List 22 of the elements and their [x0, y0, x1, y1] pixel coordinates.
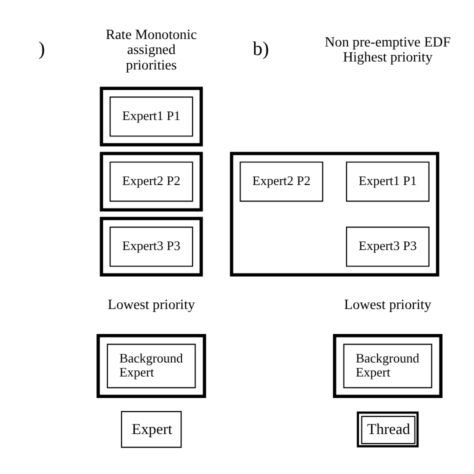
- cluster: [100, 151, 203, 211]
- cluster: [96, 334, 206, 398]
- node-box: Expert2 P2: [240, 161, 324, 202]
- label: ): [38, 38, 46, 60]
- node-box: Expert1 P1: [346, 161, 430, 202]
- label: Lowest priority: [344, 296, 432, 312]
- label: Rate Monotonic assigned priorities: [106, 26, 197, 73]
- legend-label: Thread: [367, 420, 410, 438]
- cluster: [100, 216, 203, 276]
- cluster: [230, 151, 440, 276]
- label: b): [252, 38, 269, 60]
- cluster: [100, 86, 203, 146]
- node-box: Expert3 P3: [110, 226, 194, 266]
- label: Non pre-emptive EDF Highest priority: [324, 34, 451, 66]
- label: Lowest priority: [108, 296, 195, 312]
- legend-label: Expert: [132, 420, 172, 438]
- node-box: Background Expert: [343, 343, 432, 388]
- node-box: Expert3 P3: [346, 226, 430, 266]
- node-box: Expert1 P1: [110, 96, 194, 136]
- node-box: Expert2 P2: [110, 161, 194, 202]
- node-box: Background Expert: [106, 343, 196, 388]
- cluster: [332, 334, 442, 398]
